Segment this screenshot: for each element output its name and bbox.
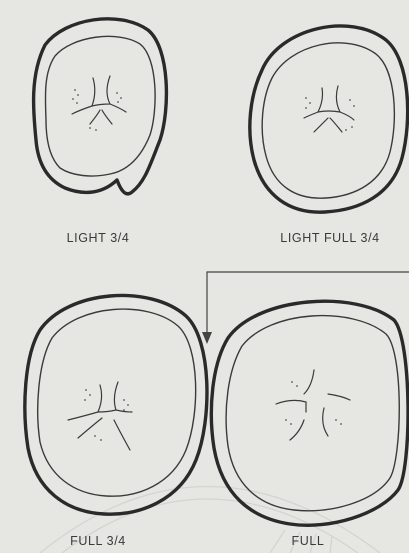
seed-dots	[285, 381, 342, 425]
inner-outline	[262, 43, 394, 198]
caption-full-3-4: FULL 3/4	[70, 534, 126, 548]
outer-outline	[211, 301, 408, 525]
panel-full-3-4	[25, 295, 207, 514]
inner-outline	[38, 309, 196, 496]
inner-outline	[45, 36, 155, 176]
center-mark	[304, 86, 354, 132]
panel-full	[211, 301, 408, 525]
outer-outline	[34, 19, 167, 194]
center-mark	[68, 382, 132, 450]
center-mark	[276, 370, 350, 440]
center-mark	[72, 76, 126, 124]
caption-light-3-4: LIGHT 3/4	[67, 231, 130, 245]
caption-full: FULL	[292, 534, 325, 548]
panel-light-3-4	[34, 19, 167, 194]
outer-outline	[250, 26, 408, 212]
panel-light-full-3-4	[250, 26, 408, 212]
seed-dots	[84, 389, 129, 441]
inner-outline	[226, 316, 399, 511]
caption-light-full-3-4: LIGHT FULL 3/4	[280, 231, 379, 245]
